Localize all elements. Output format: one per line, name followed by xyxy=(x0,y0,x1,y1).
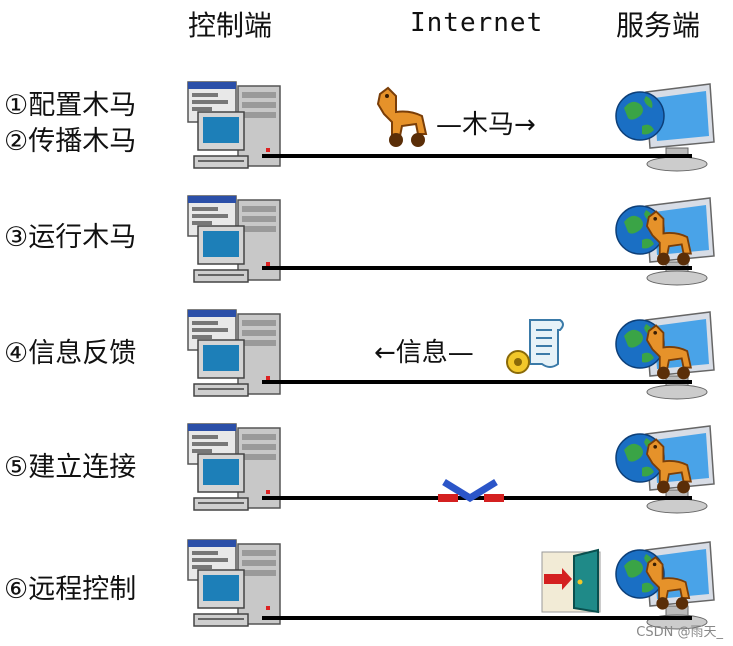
connection-line xyxy=(262,266,692,270)
crossed-connector-icon xyxy=(438,479,504,503)
step-label: ③运行木马 xyxy=(4,222,137,253)
connection-line xyxy=(262,616,692,620)
step-row-3: ③运行木马 xyxy=(0,192,733,302)
server-globe-icon xyxy=(610,78,720,178)
arrow-label-trojan: —木马→ xyxy=(436,110,536,140)
step-label: ⑤建立连接 xyxy=(4,452,137,483)
step-row-5: ⑤建立连接 xyxy=(0,420,733,530)
trojan-horse-icon xyxy=(636,434,700,498)
door-arrow-icon xyxy=(541,548,601,614)
trojan-horse-icon xyxy=(366,82,436,152)
step-label: ⑥远程控制 xyxy=(4,574,137,605)
client-computer-icon xyxy=(180,420,290,520)
watermark: CSDN @雨天_ xyxy=(636,625,723,640)
client-computer-icon xyxy=(180,536,290,636)
client-computer-icon xyxy=(180,78,290,178)
trojan-horse-icon xyxy=(636,320,700,384)
column-header-client: 控制端 xyxy=(188,9,273,42)
arrow-label-info: ←信息— xyxy=(374,338,474,368)
column-header-internet: Internet xyxy=(410,8,544,38)
scroll-gear-icon xyxy=(506,319,564,374)
connection-line xyxy=(262,380,692,384)
trojan-horse-icon xyxy=(636,206,700,270)
step-label: ④信息反馈 xyxy=(4,338,137,369)
step-row-6: ⑥远程控制 xyxy=(0,536,733,646)
trojan-horse-icon xyxy=(636,552,698,614)
step-label: ①配置木马 xyxy=(4,90,137,121)
step-label: ②传播木马 xyxy=(4,126,137,157)
client-computer-icon xyxy=(180,192,290,292)
connection-line xyxy=(262,496,692,500)
step-row-1: ①配置木马 ②传播木马 —木马→ xyxy=(0,78,733,188)
column-header-server: 服务端 xyxy=(616,9,701,42)
connection-line xyxy=(262,154,692,158)
step-row-4: ④信息反馈 ←信息— xyxy=(0,306,733,416)
client-computer-icon xyxy=(180,306,290,406)
